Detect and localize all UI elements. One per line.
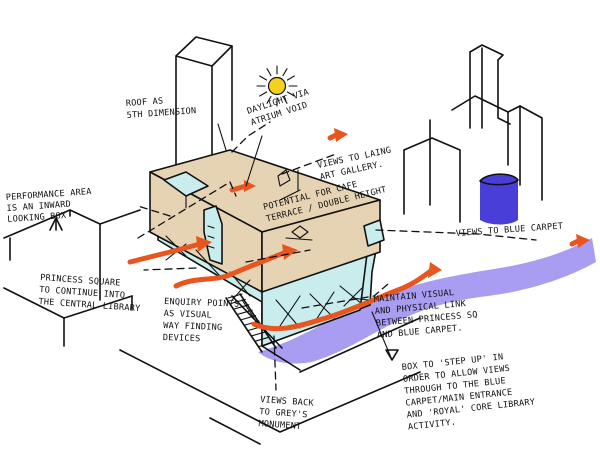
sun-ray bbox=[266, 68, 272, 77]
arrow-carpet-end-head bbox=[576, 234, 590, 248]
atrium-void bbox=[163, 171, 209, 197]
sun-ray bbox=[286, 75, 295, 81]
stair-stringer bbox=[225, 297, 263, 353]
library-building bbox=[149, 149, 385, 371]
sun-ray bbox=[259, 91, 268, 97]
leader-lines bbox=[49, 123, 399, 361]
glass-brace bbox=[231, 279, 251, 301]
sun-ray bbox=[259, 75, 268, 81]
glass-brace bbox=[195, 249, 221, 277]
arrow-princess bbox=[127, 241, 203, 265]
sun-ray bbox=[282, 68, 288, 77]
stair-tread bbox=[230, 298, 246, 304]
note-princess: PRINCESS SQUARE TO CONTINUE INTO THE CEN… bbox=[38, 273, 143, 314]
left-structures bbox=[3, 209, 141, 347]
glass-brace bbox=[343, 287, 363, 307]
entrance-stairs bbox=[225, 293, 277, 353]
note-views-grey: VIEWS BACK TO GREY'S MONUMENT bbox=[258, 395, 319, 433]
arrow-blue-carpet bbox=[251, 267, 435, 332]
glass-brace bbox=[165, 235, 187, 257]
stair-tread bbox=[251, 331, 267, 337]
glass-brace bbox=[339, 285, 363, 305]
arrow-atrium bbox=[229, 183, 249, 193]
sight-lines bbox=[137, 121, 537, 391]
note-roof: ROOF AS 5TH DIMENSION bbox=[126, 94, 197, 121]
arrow-blue-carpet-head bbox=[428, 262, 442, 278]
circulation-arrows bbox=[127, 128, 590, 332]
stair-tread bbox=[254, 336, 270, 342]
background-buildings-right bbox=[403, 44, 543, 225]
note-views-laing: VIEWS TO LAING ART GALLERY. bbox=[317, 144, 400, 182]
note-performance: PERFORMANCE AREA IS AN INWARD LOOKING BO… bbox=[6, 187, 99, 225]
arrow-internal-head bbox=[282, 244, 298, 260]
sun-ray bbox=[266, 95, 272, 104]
blue-carpet bbox=[258, 238, 596, 364]
sun-ray bbox=[282, 95, 288, 104]
note-views-blue: VIEWS TO BLUE CARPET bbox=[456, 222, 564, 239]
arrow-princess-head bbox=[196, 236, 212, 252]
arrow-internal bbox=[173, 249, 289, 289]
sun-ray bbox=[286, 91, 295, 97]
note-entry: ENQUIRY POINTS AS VISUAL WAY FINDING DEV… bbox=[163, 297, 245, 346]
stair-tread bbox=[258, 342, 274, 348]
stair-tread bbox=[234, 304, 250, 310]
glass-brace bbox=[309, 293, 335, 319]
note-step-up: BOX TO 'STEP UP' IN ORDER TO ALLOW VIEWS… bbox=[401, 349, 542, 433]
tower-left bbox=[175, 36, 233, 166]
arrow-laing-head bbox=[334, 128, 348, 142]
glass-brace bbox=[279, 295, 301, 327]
stair-stringer bbox=[239, 293, 277, 349]
library-drum bbox=[480, 174, 518, 225]
sun-icon bbox=[256, 65, 298, 107]
ground-lines bbox=[119, 317, 421, 445]
glass-brace bbox=[315, 291, 335, 321]
